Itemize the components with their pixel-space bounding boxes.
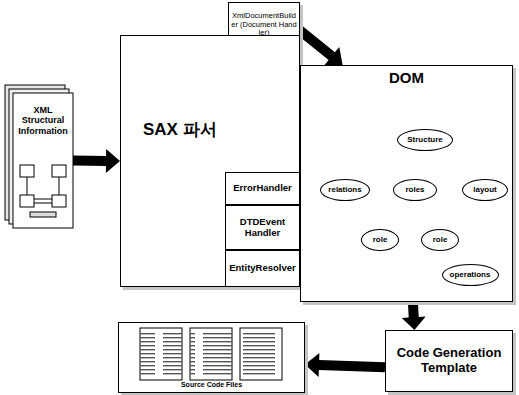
node-label: DOM <box>389 69 424 86</box>
tree-node: operations <box>442 264 499 286</box>
document-stack: XML Structural Information <box>13 93 73 228</box>
flow-arrow <box>297 27 343 66</box>
flow-arrow <box>402 302 426 330</box>
node-label: SAX 파서 <box>143 120 217 140</box>
node-label: Code Generation Template <box>390 346 508 376</box>
node-label: role <box>433 235 448 244</box>
tree-node: Structure <box>397 129 453 151</box>
node-label: relations <box>328 185 361 194</box>
flow-arrow <box>305 353 385 377</box>
tree-node: layout <box>462 179 508 201</box>
files-box: Source Code Files <box>118 322 305 393</box>
tree-node: roles <box>393 179 437 201</box>
node-label: Source Code Files <box>181 381 242 389</box>
parser-box: SAX 파서 ErrorHandlerDTDEvent HandlerEntity… <box>120 35 300 287</box>
node-label: ErrorHandler <box>233 183 292 194</box>
handler-box: ErrorHandler <box>225 172 300 205</box>
node-label: EntityResolver <box>229 263 296 274</box>
flow-arrow <box>73 149 120 173</box>
node-label: XML Structural Information <box>17 105 69 136</box>
node-label: layout <box>473 185 497 194</box>
tree-node: role <box>421 229 459 251</box>
source-file-pages <box>140 328 282 380</box>
template-box: Code Generation Template <box>385 330 513 392</box>
tree-node: relations <box>320 179 370 201</box>
node-label: role <box>373 235 388 244</box>
node-label: operations <box>450 270 491 279</box>
node-label: Structure <box>407 135 443 144</box>
node-label: roles <box>405 185 424 194</box>
dom-panel: DOM Structure relations roles layout role role… <box>300 65 513 302</box>
tree-node: role <box>361 229 399 251</box>
xml-page-stack <box>5 85 73 228</box>
xml-mini-diagram <box>20 165 66 217</box>
handler-box: EntityResolver <box>225 250 300 287</box>
handler-box: DTDEvent Handler <box>225 205 300 250</box>
node-label: DTDEvent Handler <box>228 217 297 239</box>
